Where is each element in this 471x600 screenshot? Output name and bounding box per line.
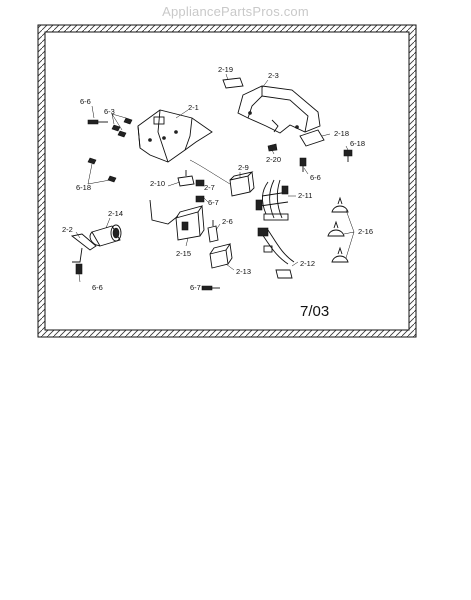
- watermark-text: AppliancePartsPros.com: [162, 4, 309, 19]
- part-2-10-switch: [177, 170, 195, 187]
- part-2-20-clip: [267, 143, 278, 152]
- callout-2-1: 2-1: [188, 103, 199, 112]
- part-2-13-module: [209, 243, 233, 269]
- part-2-14-capacitor: [89, 224, 122, 247]
- part-2-11-harness: [255, 179, 289, 221]
- part-2-3-cover: [237, 85, 321, 134]
- part-2-6-terminal: [207, 220, 219, 243]
- callout-labels: 6-6 6-3 2-1 2-19 2-3 2-18 6-18 6-18 2-20…: [62, 65, 373, 292]
- callout-2-12: 2-12: [300, 259, 315, 268]
- callout-2-13: 2-13: [236, 267, 251, 276]
- callout-2-18: 2-18: [334, 129, 349, 138]
- callout-6-7: 6-7: [208, 198, 219, 207]
- part-2-15-switch-assembly: [149, 199, 205, 241]
- callout-2-10: 2-10: [150, 179, 165, 188]
- callout-2-16: 2-16: [358, 227, 373, 236]
- callout-6-6-right: 6-6: [310, 173, 321, 182]
- callout-6-6-bottom: 6-6: [92, 283, 103, 292]
- part-2-12-wiring: [257, 227, 295, 279]
- part-2-16-clamps: [327, 196, 349, 263]
- callout-2-20: 2-20: [266, 155, 281, 164]
- part-2-9-relay: [189, 159, 255, 197]
- callout-2-3: 2-3: [268, 71, 279, 80]
- leader-lines: [75, 73, 355, 289]
- screws-right: [299, 149, 353, 172]
- callout-2-15: 2-15: [176, 249, 191, 258]
- part-2-2-bracket: [70, 233, 97, 275]
- callout-6-6: 6-6: [80, 97, 91, 106]
- callout-2-9: 2-9: [238, 163, 249, 172]
- callout-6-7-bottom: 6-7: [190, 283, 201, 292]
- revision-date: 7/03: [300, 303, 329, 320]
- callout-2-7: 2-7: [204, 183, 215, 192]
- part-2-19-plate: [222, 77, 244, 89]
- callout-2-14: 2-14: [108, 209, 123, 218]
- callout-6-3: 6-3: [104, 107, 115, 116]
- callout-2-19: 2-19: [218, 65, 233, 74]
- callout-6-18-right: 6-18: [350, 139, 365, 148]
- callout-2-2: 2-2: [62, 225, 73, 234]
- screw-6-7-lower: [201, 285, 220, 291]
- callout-2-6: 2-6: [222, 217, 233, 226]
- callout-6-18-left: 6-18: [76, 183, 91, 192]
- part-2-7-terminal: [195, 179, 205, 203]
- screws-upper-left: [87, 117, 133, 183]
- part-2-1-bracket: [137, 109, 213, 163]
- callout-2-11: 2-11: [298, 191, 312, 200]
- part-2-18-bracket: [299, 129, 325, 147]
